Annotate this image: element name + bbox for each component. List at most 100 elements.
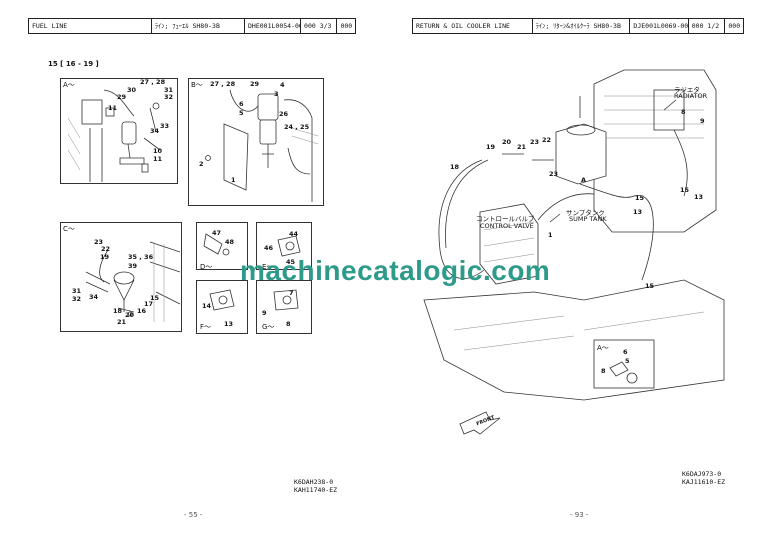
left-header: FUEL LINE ﾗｲﾝ; ﾌｭｰｴﾙ SH80-3B DHE001L0054…	[28, 18, 356, 34]
view-b-box	[188, 78, 324, 206]
right-callout-23a: 23	[530, 138, 540, 146]
view-d-callout-1: 47	[212, 229, 222, 237]
view-g-label: G～	[262, 323, 275, 331]
view-c-callout-8: 34	[89, 293, 99, 301]
view-a-drawing	[67, 89, 161, 182]
view-c-callout-10: 21	[117, 318, 127, 326]
view-a-callout-8: 33	[160, 122, 170, 130]
view-c-callout-12: 16	[137, 307, 147, 315]
right-footer-line1: K6DAJ973-0	[682, 470, 722, 478]
view-f-callout-2: 13	[224, 320, 234, 328]
left-page-number: - 55 -	[184, 511, 203, 519]
view-b-callout-3: 4	[280, 81, 285, 89]
view-c-callout-9: 18	[113, 307, 123, 315]
view-b-callout-2: 29	[250, 80, 260, 88]
view-b-callout-1: 27 , 28	[210, 80, 236, 88]
view-a-callout-2: 30	[127, 86, 137, 94]
view-c-callout-13: 17	[144, 300, 154, 308]
view-c-callout-1: 23	[94, 238, 104, 246]
view-d-label: D～	[200, 263, 213, 271]
view-b-callout-4: 3	[274, 90, 279, 98]
machine-drawing	[423, 69, 725, 435]
left-footer-line1: K6DAH238-0	[294, 478, 334, 486]
right-page-number: - 93 -	[570, 511, 589, 519]
left-footer: K6DAH238-0 KAH11740-EZ	[294, 478, 337, 494]
view-d-callout-2: 48	[225, 238, 235, 246]
right-callout-13b: 13	[633, 208, 643, 216]
left-page: FUEL LINE ﾗｲﾝ; ﾌｭｰｴﾙ SH80-3B DHE001L0054…	[28, 18, 356, 519]
view-g-box	[256, 280, 312, 334]
view-a-box	[60, 78, 178, 184]
view-f-callout-1: 14	[202, 302, 212, 310]
view-g-drawing	[273, 289, 299, 311]
view-a-callout-10: 11	[153, 155, 163, 163]
view-a-callout-4: 32	[164, 93, 174, 101]
right-header-rev: 000	[728, 22, 741, 30]
view-b-drawing	[205, 89, 319, 202]
right-callout-18: 18	[450, 163, 460, 171]
right-header-title: RETURN & OIL COOLER LINE	[413, 19, 533, 33]
sump-label: SUMP TANK	[569, 215, 607, 223]
view-a-callout-9: 10	[153, 147, 163, 155]
right-header-code: DJE001L0069-00	[630, 19, 689, 33]
right-header: RETURN & OIL COOLER LINE ﾗｲﾝ; ﾘﾀｰﾝ&ｵｲﾙｸｰ…	[412, 18, 744, 34]
view-f-label: F～	[200, 323, 212, 331]
view-a-label: A～	[63, 81, 75, 89]
right-callout-22: 22	[542, 136, 552, 144]
sump-label-jp: サンプタンク	[566, 209, 605, 217]
view-a-callout-6: 11	[108, 104, 118, 112]
inset-a-callout-8: 8	[601, 367, 606, 375]
right-footer: K6DAJ973-0 KAJ11610-EZ	[682, 470, 725, 486]
left-header-pages: 000 3/3	[301, 19, 338, 33]
right-callout-20: 20	[502, 138, 512, 146]
view-c-callout-11: 20	[125, 311, 135, 319]
view-a-callout-7: 34	[150, 127, 160, 135]
left-footer-line2: KAH11740-EZ	[294, 486, 338, 494]
left-header-code: DHE001L0054-00	[245, 19, 302, 33]
view-e-callout-2: 46	[264, 244, 274, 252]
view-g-callout-3: 8	[286, 320, 291, 328]
view-c-label: C～	[63, 225, 75, 233]
view-e-callout-3: 45	[286, 258, 296, 266]
right-callout-21: 21	[517, 143, 527, 151]
view-f-drawing	[209, 289, 235, 311]
right-callout-a: A	[581, 176, 587, 184]
view-b-callout-8: 24 , 25	[284, 123, 310, 131]
view-c-callout-5: 39	[128, 262, 138, 270]
view-f-box	[196, 280, 248, 334]
view-b-callout-9: 2	[199, 160, 204, 168]
right-callout-8: 8	[681, 108, 686, 116]
right-callout-15c: 15	[645, 282, 655, 290]
view-c-callout-2: 22	[101, 245, 111, 253]
view-b-callout-10: 1	[231, 176, 236, 184]
view-c-callout-14: 15	[150, 294, 160, 302]
view-a-callout-1: 27 , 28	[140, 78, 166, 86]
view-d-drawing	[203, 233, 230, 256]
right-callout-13a: 13	[694, 193, 704, 201]
section-ref: 15 [ 16 - 19 ]	[48, 60, 99, 68]
view-e-callout-1: 44	[289, 230, 299, 238]
view-b-callout-7: 26	[279, 110, 289, 118]
view-b-callout-6: 5	[239, 109, 244, 117]
view-a-callout-3: 31	[164, 86, 174, 94]
inset-a-label: A～	[597, 344, 609, 352]
radiator-label-jp: ラジエタ	[674, 86, 700, 94]
left-header-model: ﾗｲﾝ; ﾌｭｰｴﾙ SH80-3B	[152, 19, 246, 33]
right-callout-15b: 15	[635, 194, 645, 202]
right-callout-23b: 23	[549, 170, 559, 178]
view-c-callout-3: 19	[100, 253, 110, 261]
view-c-callout-7: 32	[72, 295, 82, 303]
valve-label: CONTROL VALVE	[480, 222, 534, 230]
right-callout-19: 19	[486, 143, 496, 151]
radiator-label: RADIATOR	[674, 92, 708, 100]
view-b-label: B～	[191, 81, 203, 89]
view-c-callout-6: 31	[72, 287, 82, 295]
left-header-rev: 000	[340, 22, 353, 30]
right-header-pages: 000 1/2	[689, 19, 726, 33]
right-callout-9: 9	[700, 117, 705, 125]
view-b-callout-5: 6	[239, 100, 244, 108]
right-callout-15a: 15	[680, 186, 690, 194]
right-callout-1: 1	[548, 231, 553, 239]
inset-a-callout-5: 5	[625, 357, 630, 365]
view-e-label: E～	[262, 263, 274, 271]
